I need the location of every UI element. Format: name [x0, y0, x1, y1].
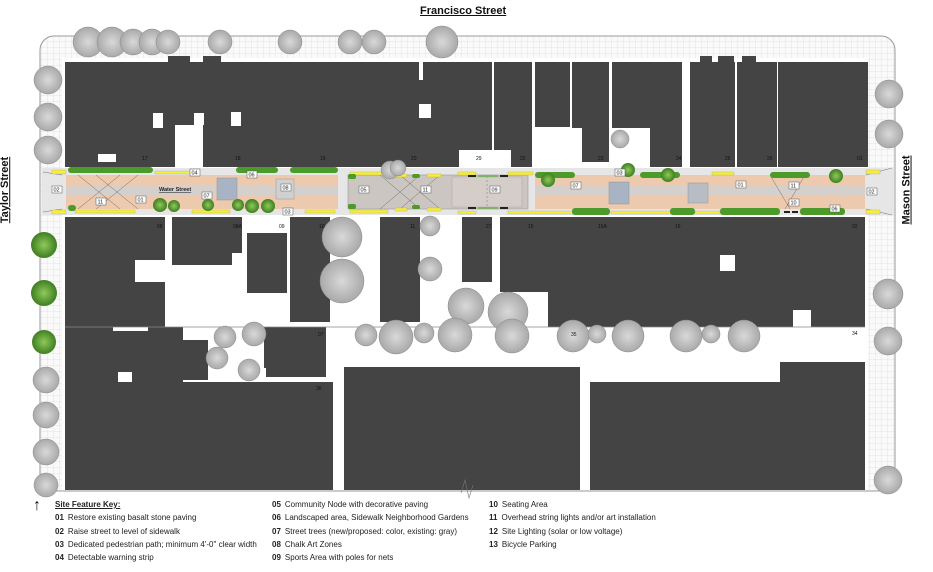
feature-tag: 11	[423, 188, 429, 194]
key-item-label: Site Lighting (solar or low voltage)	[501, 526, 623, 536]
key-item-label: Landscaped area, Sidewalk Neighborhood G…	[284, 513, 469, 523]
building-number: 15	[528, 224, 534, 230]
building-number: 25	[725, 156, 731, 162]
key-item-number: 05	[272, 500, 281, 509]
key-item-number: 01	[55, 513, 64, 523]
building-number: 10	[319, 224, 325, 230]
building-numbers: 17 18 19 20 29 22 23 24 25 26 01 08 08A 09 10 11 27 15 16A…	[142, 156, 863, 392]
key-item-number: 06	[272, 513, 281, 523]
match-line-break	[460, 478, 474, 500]
key-item-label: Raise street to level of sidewalk	[67, 526, 180, 536]
building-number: 07	[318, 332, 324, 338]
key-title: Site Feature Key:	[55, 500, 121, 509]
building-number: 26	[767, 156, 773, 162]
feature-tag: 10	[791, 201, 797, 207]
building-number: 02	[852, 224, 858, 230]
feature-tag: 03	[617, 171, 623, 177]
key-item-number: 12	[489, 526, 498, 536]
key-item-number: 09	[272, 553, 281, 563]
key-item-number: 03	[55, 539, 64, 549]
building-number: 19	[320, 156, 326, 162]
key-item-label: Bicycle Parking	[501, 539, 557, 549]
key-item-label: Seating Area	[501, 500, 548, 509]
key-item-label: Chalk Art Zones	[284, 539, 342, 549]
building-number: 01	[857, 156, 863, 162]
feature-tag: 06	[832, 207, 838, 213]
key-item-number: 11	[489, 513, 498, 523]
building-number: 22	[520, 156, 526, 162]
building-number: 09	[279, 224, 285, 230]
feature-tags: 02 11 01 04 07 06 08 03 05 11 09 07 03 01 11 10 06 02	[51, 168, 878, 216]
feature-tag: 07	[204, 194, 210, 200]
water-street	[42, 167, 894, 216]
key-item-number: 13	[489, 539, 498, 549]
building-number: 08A	[233, 224, 243, 230]
key-item-number: 10	[489, 500, 498, 509]
street-label-taylor: Taylor Street	[0, 156, 12, 224]
key-item-label: Sports Area with poles for nets	[284, 553, 394, 563]
key-item-label: Street trees (new/proposed: color, exist…	[284, 526, 457, 536]
feature-tag: 02	[54, 188, 60, 194]
building-number: 34	[852, 331, 858, 337]
feature-tag: 03	[285, 210, 291, 216]
building-number: 18	[235, 156, 241, 162]
building-number: 20	[411, 156, 417, 162]
building-number: 24	[676, 156, 682, 162]
building-number: 36	[316, 386, 322, 392]
key-item-number: 04	[55, 553, 64, 563]
feature-tag: 05	[361, 188, 367, 194]
building-number: 16	[675, 224, 681, 230]
water-street-label: Water Street	[159, 187, 191, 193]
key-item-label: Dedicated pedestrian path; minimum 4'-0"…	[67, 539, 257, 549]
feature-tag: 07	[573, 184, 579, 190]
building-number: 16A	[598, 224, 608, 230]
building-number: 08	[157, 224, 163, 230]
building-number: 35	[571, 332, 577, 338]
building-number: 23	[598, 156, 604, 162]
key-item-number: 07	[272, 526, 281, 536]
key-item-label: Detectable warning strip	[67, 553, 154, 563]
feature-tag: 11	[98, 200, 104, 206]
key-item-label: Overhead string lights and/or art instal…	[501, 513, 656, 523]
building-number: 29	[476, 156, 482, 162]
feature-tag: 06	[249, 173, 255, 179]
feature-tag: 02	[869, 190, 875, 196]
feature-tag: 09	[492, 188, 498, 194]
new-street-trees	[31, 163, 843, 354]
feature-tag: 04	[192, 171, 198, 177]
street-label-francisco: Francisco Street	[420, 5, 507, 17]
building-number: 11	[410, 224, 415, 230]
north-arrow-icon: ↑	[33, 497, 41, 514]
feature-tag: 11	[791, 184, 797, 190]
building-number: 27	[486, 224, 492, 230]
building-number: 17	[142, 156, 148, 162]
feature-tag: 01	[138, 198, 144, 204]
key-item-label: Community Node with decorative paving	[284, 500, 429, 509]
street-label-mason: Mason Street	[900, 155, 913, 225]
feature-tag: 08	[283, 186, 289, 192]
existing-trees	[32, 25, 904, 498]
key-item-number: 08	[272, 539, 281, 549]
key-item-label: Restore existing basalt stone paving	[67, 513, 197, 523]
feature-tag: 01	[738, 183, 744, 189]
key-item-number: 02	[55, 526, 64, 536]
